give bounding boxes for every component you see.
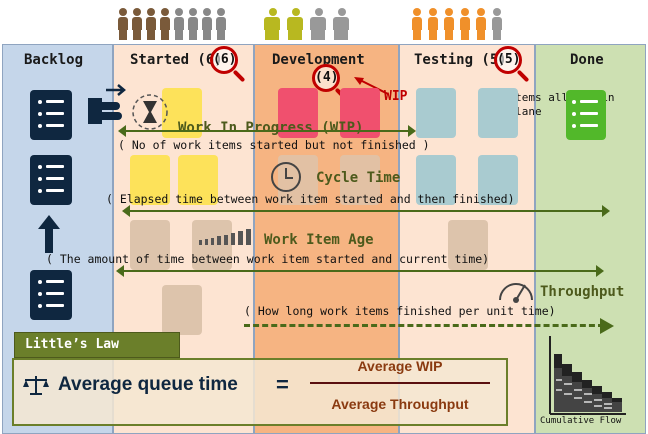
lane-title-backlog: Backlog [24, 52, 84, 68]
littles-law-denominator: Average Throughput [331, 396, 469, 412]
work-item-card-teal[interactable] [416, 88, 456, 138]
work-item-card-beige[interactable] [448, 220, 488, 270]
work-item-card-red[interactable] [278, 88, 318, 138]
wip-description: ( No of work items started but not finis… [118, 138, 430, 152]
throughput-description: ( How long work items finished per unit … [244, 304, 556, 318]
scales-icon [23, 376, 49, 395]
work-item-card-yellow[interactable] [162, 88, 202, 138]
lane-title-started: Started (6) [130, 52, 223, 68]
lane-title-development: Development [272, 52, 365, 68]
wip-title: Work In Progress (WIP) [178, 120, 364, 136]
people-growth-icon [199, 229, 251, 245]
lane-title-testing: Testing (5) [414, 52, 507, 68]
cumulative-flow-chart-icon [549, 336, 626, 415]
started-team-icon [116, 4, 227, 40]
backlog-card[interactable] [30, 270, 72, 320]
work-item-card-teal[interactable] [478, 155, 518, 205]
lane-title-done: Done [570, 52, 604, 68]
littles-law-tag: Little’s Law [14, 332, 180, 358]
throughput-dashed-arrow [244, 324, 604, 327]
work-item-card-beige[interactable] [130, 220, 170, 270]
work-item-age-range-arrow [116, 265, 604, 277]
work-item-card-yellow[interactable] [178, 155, 218, 205]
hourglass-icon [132, 94, 168, 130]
work-item-card-beige[interactable] [162, 285, 202, 335]
work-item-card-teal[interactable] [416, 155, 456, 205]
up-arrow-icon [38, 215, 60, 253]
work-item-card-green[interactable] [566, 90, 606, 140]
littles-law-tag-label: Little’s Law [25, 337, 119, 352]
work-item-card-teal[interactable] [478, 88, 518, 138]
work-item-age-description: ( The amount of time between work item s… [46, 252, 490, 266]
cycle-time-description: ( Elapsed time between work item started… [106, 192, 515, 206]
littles-law-equals: = [276, 372, 289, 397]
testing-team-icon [410, 4, 505, 40]
wip-limit-badge-started: (6) [210, 46, 238, 74]
wip-limit-pointer-icon [354, 77, 389, 95]
work-item-age-title: Work Item Age [264, 232, 374, 248]
work-item-card-beige[interactable] [340, 155, 380, 205]
work-item-card-red[interactable] [340, 88, 380, 138]
lane-done [535, 44, 646, 434]
cycle-time-range-arrow [122, 205, 610, 217]
cycle-time-title: Cycle Time [316, 170, 401, 186]
work-item-card-yellow[interactable] [130, 155, 170, 205]
pull-hand-icon [88, 84, 126, 124]
cumulative-flow-label: Cumulative Flow [540, 416, 622, 426]
development-team-icon [262, 4, 353, 40]
wip-range-arrow [118, 125, 416, 137]
littles-law-box [12, 358, 508, 426]
wip-limit-badge-testing: (5) [494, 46, 522, 74]
littles-law-fraction-line [310, 382, 490, 384]
throughput-arrowhead-icon [600, 318, 614, 334]
throughput-title: Throughput [540, 284, 625, 300]
backlog-card[interactable] [30, 90, 72, 140]
littles-law-lhs: Average queue time [58, 374, 238, 395]
speedometer-icon [499, 283, 533, 303]
wip-limit-badge-development: (4) [312, 64, 340, 92]
littles-law-numerator: Average WIP [357, 358, 443, 374]
clock-icon [271, 162, 301, 192]
backlog-card[interactable] [30, 155, 72, 205]
